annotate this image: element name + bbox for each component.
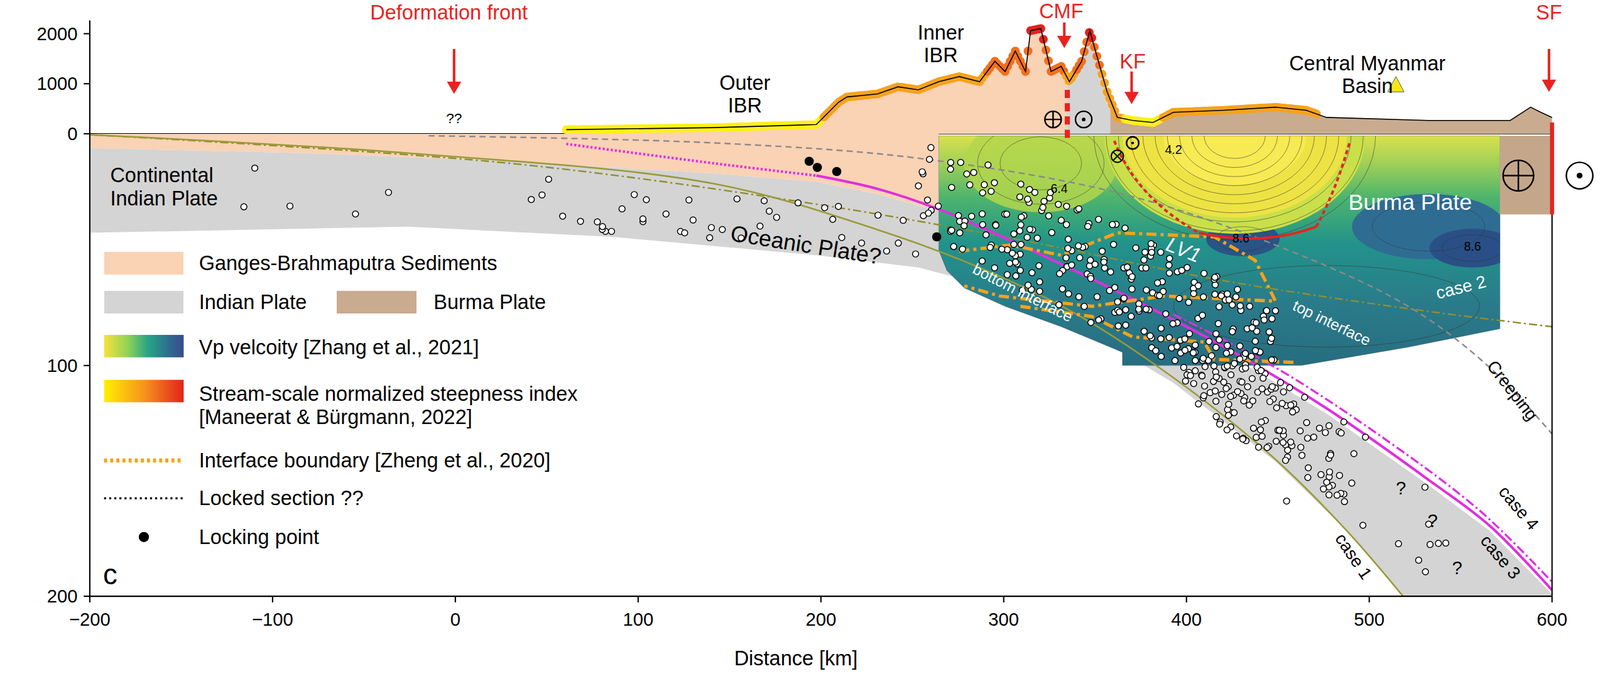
tick-label: 2000: [36, 23, 78, 44]
tick-label: 100: [47, 354, 78, 376]
legend-text: Interface boundary [Zheng et al., 2020]: [199, 449, 551, 472]
legend-text: Locked section ??: [199, 486, 364, 510]
region-label: Outer IBR: [714, 70, 776, 117]
plate-label: Burma Plate: [1348, 189, 1473, 215]
tick-label: 400: [1170, 609, 1202, 631]
legend-samples: [104, 334, 185, 543]
legend-swatch: [104, 290, 185, 314]
annotation-label: ??: [446, 110, 462, 127]
fault-label: Deformation front: [370, 0, 528, 24]
tick-label: 500: [1353, 609, 1385, 631]
question-mark: ?: [1395, 477, 1406, 499]
tick-label: 0: [450, 609, 461, 631]
contour-value: 8.6: [1232, 231, 1250, 246]
section-art: [83, 20, 1593, 603]
tick-label: 200: [805, 609, 837, 631]
legend-swatch: [104, 251, 185, 275]
legend-text: Locking point: [199, 525, 320, 549]
fault-label: CMF: [1039, 0, 1083, 23]
legend-text: Burma Plate: [433, 290, 546, 314]
contour-value: 4.2: [1164, 143, 1182, 158]
tick-label: −200: [69, 609, 111, 631]
tick-label: −100: [251, 609, 294, 631]
model-label: case 4: [1494, 482, 1543, 534]
plate-label: Continental Indian Plate: [109, 163, 243, 210]
region-label: Inner IBR: [910, 21, 972, 68]
legend-text: Vp velcoity [Zhang et al., 2021]: [199, 335, 480, 359]
legend-text: Ganges-Brahmaputra Sediments: [199, 251, 498, 275]
region-label: Central Myanmar Basin: [1265, 51, 1470, 98]
tick-label: 0: [67, 123, 78, 145]
model-label: Creeping: [1483, 357, 1542, 425]
tick-label: 600: [1536, 609, 1568, 631]
tick-label: 200: [47, 586, 78, 607]
contour-value: 8.6: [1463, 239, 1481, 254]
tick-label: 100: [622, 609, 654, 631]
fault-label: SF: [1535, 0, 1563, 24]
legend-swatch: [336, 290, 417, 314]
legend-text: Stream-scale normalized steepness index …: [199, 382, 598, 429]
tick-label: 1000: [36, 73, 78, 95]
question-mark: ?: [1427, 510, 1438, 531]
axis-title: Distance [km]: [734, 647, 859, 670]
fault-label: KF: [1119, 49, 1146, 73]
panel-letter: c: [103, 559, 118, 592]
tick-label: 300: [988, 609, 1019, 631]
question-mark: ?: [1451, 557, 1462, 578]
legend-text: Indian Plate: [199, 290, 308, 314]
contour-value: 6.4: [1050, 182, 1068, 196]
